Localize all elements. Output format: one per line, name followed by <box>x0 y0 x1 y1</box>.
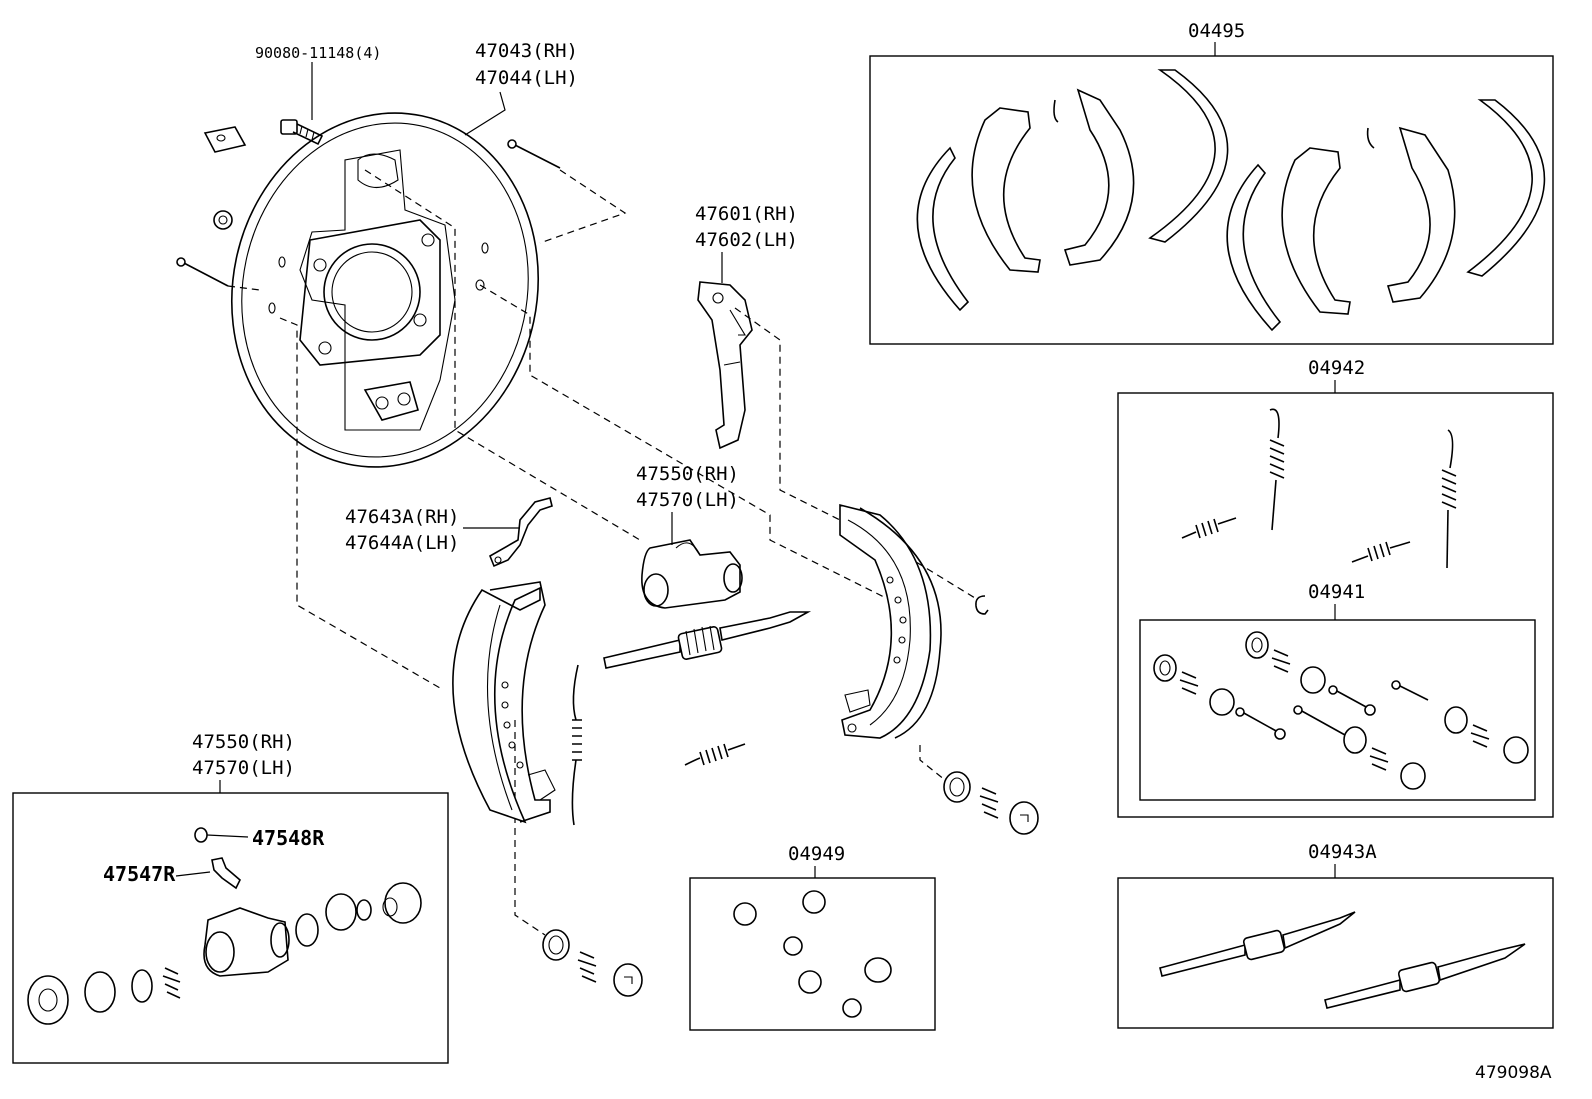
cylinder-kit-box <box>12 792 449 1064</box>
adjuster-kit-parts[interactable] <box>1159 911 1526 1009</box>
cup-spring-right[interactable] <box>943 771 1039 835</box>
pin-part-1[interactable] <box>507 139 561 169</box>
label-cup-kit: 04949 <box>788 843 845 865</box>
label-bolt: 90080-11148(4) <box>255 44 381 62</box>
label-strut-rh: 47643A(RH) <box>345 506 459 528</box>
label-plate-lh: 47044(LH) <box>475 67 578 89</box>
label-cyl-lh-2: 47570(LH) <box>192 757 295 779</box>
shoe-kit-box <box>869 55 1554 345</box>
spring-kit-box <box>1117 392 1554 818</box>
cup-kit-box <box>689 877 936 1031</box>
adjuster-lever[interactable] <box>697 281 753 450</box>
strut-part[interactable] <box>488 497 553 568</box>
cup-kit-parts[interactable] <box>733 890 892 1018</box>
nut-part[interactable] <box>213 210 233 230</box>
pin-part-2[interactable] <box>176 257 229 287</box>
label-adjuster-kit: 04943A <box>1308 841 1377 863</box>
spring-kit-parts[interactable] <box>1181 408 1457 569</box>
hold-kit-parts[interactable] <box>1153 631 1529 790</box>
bolt-part[interactable] <box>280 119 324 146</box>
label-cyl-rh: 47550(RH) <box>636 463 739 485</box>
label-cyl-rh-2: 47550(RH) <box>192 731 295 753</box>
brake-shoe-right[interactable] <box>839 503 942 739</box>
cylinder-kit-parts[interactable] <box>27 827 422 1025</box>
figure-number: 479098A <box>1475 1063 1552 1083</box>
label-cyl-lh: 47570(LH) <box>636 489 739 511</box>
shoe-kit-parts[interactable] <box>916 69 1546 332</box>
brake-shoe-left[interactable] <box>452 581 556 824</box>
adjuster-assembly[interactable] <box>603 611 812 669</box>
hold-kit-box <box>1139 619 1536 801</box>
label-lever-lh: 47602(LH) <box>695 229 798 251</box>
label-bleeder: 47547R <box>103 862 176 886</box>
clip-right[interactable] <box>975 595 989 615</box>
label-plate-rh: 47043(RH) <box>475 40 578 62</box>
label-hold-kit: 04941 <box>1308 581 1365 603</box>
adjuster-kit-box <box>1117 877 1554 1029</box>
clip-part[interactable] <box>203 126 247 153</box>
label-lever-rh: 47601(RH) <box>695 203 798 225</box>
label-boot: 47548R <box>252 826 325 850</box>
cup-spring-left[interactable] <box>542 929 643 997</box>
small-spring-center[interactable] <box>684 743 746 766</box>
wheel-cylinder[interactable] <box>641 539 743 609</box>
label-strut-lh: 47644A(LH) <box>345 532 459 554</box>
label-spring-kit: 04942 <box>1308 357 1365 379</box>
return-spring-center[interactable] <box>571 664 582 826</box>
backing-plate[interactable] <box>199 84 570 495</box>
label-shoe-kit: 04495 <box>1188 20 1245 42</box>
